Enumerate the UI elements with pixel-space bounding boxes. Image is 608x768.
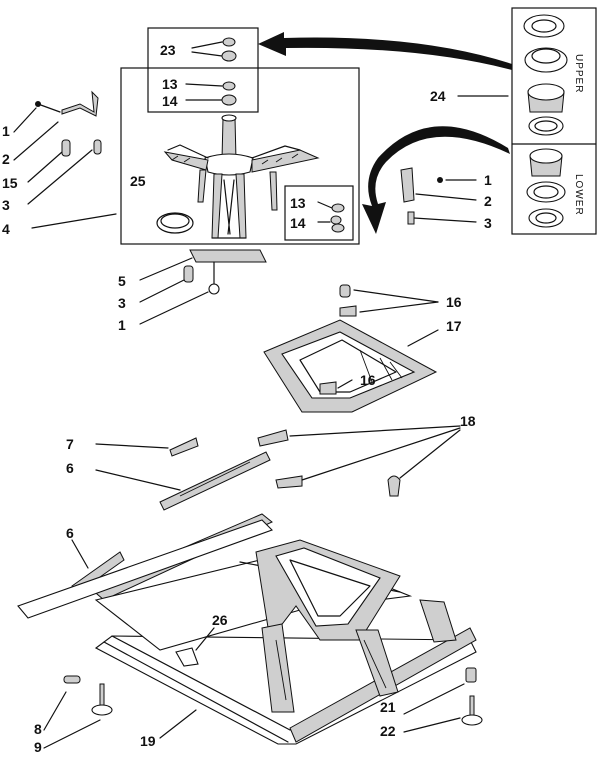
callout-1-lower: 1 (118, 317, 126, 333)
lower-label: LOWER (573, 174, 584, 216)
gearcase-frame-box (120, 67, 360, 245)
callout-3: 3 (2, 197, 10, 213)
callout-4: 4 (2, 221, 10, 237)
upper-label: UPPER (573, 54, 584, 93)
callout-25: 25 (130, 173, 146, 189)
lower-bearing-box (284, 185, 354, 241)
callout-22: 22 (380, 723, 396, 739)
callout-3-right: 3 (484, 215, 492, 231)
callout-8: 8 (34, 721, 42, 737)
callout-19: 19 (140, 733, 156, 749)
callout-21: 21 (380, 699, 396, 715)
callout-24: 24 (430, 88, 446, 104)
bearing-kit-box (511, 7, 597, 235)
callout-16: 16 (446, 294, 462, 310)
base-frame (17, 513, 483, 745)
callout-3-lower: 3 (118, 295, 126, 311)
callout-14: 14 (162, 93, 178, 109)
callout-26: 26 (212, 612, 228, 628)
callout-6-lower: 6 (66, 525, 74, 541)
callout-13-lower: 13 (290, 195, 306, 211)
callout-15: 15 (2, 175, 18, 191)
callout-5: 5 (118, 273, 126, 289)
callout-1-right: 1 (484, 172, 492, 188)
lower-left-small-parts (183, 249, 267, 295)
callout-2-right: 2 (484, 193, 492, 209)
callout-23: 23 (160, 42, 176, 58)
callout-18: 18 (460, 413, 476, 429)
arrow-to-lower-bearings (362, 126, 510, 234)
bearing-side-labels: UPPER LOWER (573, 54, 584, 216)
callout-9: 9 (34, 739, 42, 755)
callout-16-lower: 16 (360, 372, 376, 388)
callout-1: 1 (2, 123, 10, 139)
callout-6: 6 (66, 460, 74, 476)
callout-7: 7 (66, 436, 74, 452)
upper-bearing-box (147, 27, 259, 113)
callout-14-lower: 14 (290, 215, 306, 231)
arrow-to-upper-bearings (258, 32, 512, 70)
leader-lines (13, 41, 509, 749)
callout-labels: 1 2 15 3 4 25 23 13 14 13 14 24 1 2 3 5 … (2, 42, 492, 755)
callout-13: 13 (162, 76, 178, 92)
gearcase-assembly (35, 7, 597, 245)
callout-17: 17 (446, 318, 462, 334)
callout-2: 2 (2, 151, 10, 167)
platform-assembly (263, 284, 438, 413)
